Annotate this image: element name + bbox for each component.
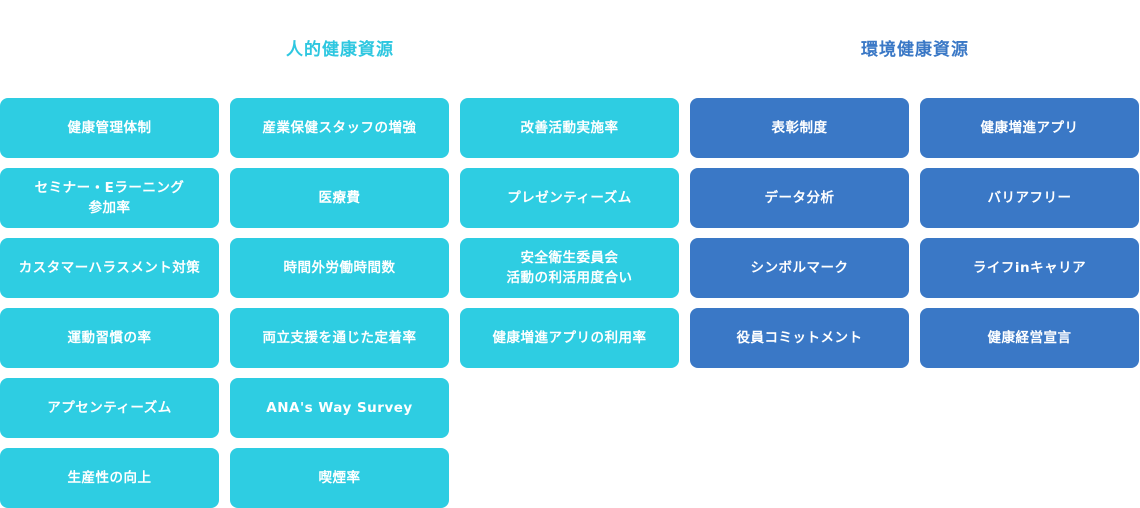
tile-symbol-mark[interactable]: シンボルマーク xyxy=(690,238,909,298)
tile-health-app[interactable]: 健康増進アプリ xyxy=(920,98,1139,158)
tile-absenteeism[interactable]: アプセンティーズム xyxy=(0,378,219,438)
tile-award-system[interactable]: 表彰制度 xyxy=(690,98,909,158)
tile-productivity[interactable]: 生産性の向上 xyxy=(0,448,219,508)
tile-health-management-system[interactable]: 健康管理体制 xyxy=(0,98,219,158)
tile-medical-costs[interactable]: 医療費 xyxy=(230,168,449,228)
tile-presenteeism[interactable]: プレゼンティーズム xyxy=(460,168,679,228)
tile-exercise-habit-rate[interactable]: 運動習慣の率 xyxy=(0,308,219,368)
human-resources-grid: 健康管理体制 セミナー・Eラーニング 参加率 カスタマーハラスメント対策 運動習… xyxy=(0,98,679,508)
environmental-resources-grid: 表彰制度 データ分析 シンボルマーク 役員コミットメント 健康増進アプリ バリア… xyxy=(690,98,1139,368)
tile-occupational-health-staff[interactable]: 産業保健スタッフの増強 xyxy=(230,98,449,158)
tile-customer-harassment[interactable]: カスタマーハラスメント対策 xyxy=(0,238,219,298)
tile-overtime-hours[interactable]: 時間外労働時間数 xyxy=(230,238,449,298)
tile-anas-way-survey[interactable]: ANA's Way Survey xyxy=(230,378,449,438)
tile-barrier-free[interactable]: バリアフリー xyxy=(920,168,1139,228)
environmental-health-resources-heading: 環境健康資源 xyxy=(861,40,969,60)
tile-data-analysis[interactable]: データ分析 xyxy=(690,168,909,228)
tile-retention-rate[interactable]: 両立支援を通じた定着率 xyxy=(230,308,449,368)
tile-smoking-rate[interactable]: 喫煙率 xyxy=(230,448,449,508)
tile-seminar-elearning-rate[interactable]: セミナー・Eラーニング 参加率 xyxy=(0,168,219,228)
human-health-resources-heading: 人的健康資源 xyxy=(286,40,394,60)
tile-safety-health-committee[interactable]: 安全衛生委員会 活動の利活用度合い xyxy=(460,238,679,298)
tile-life-in-career[interactable]: ライフinキャリア xyxy=(920,238,1139,298)
tile-health-app-usage-rate[interactable]: 健康増進アプリの利用率 xyxy=(460,308,679,368)
tile-health-management-declaration[interactable]: 健康経営宣言 xyxy=(920,308,1139,368)
tile-executive-commitment[interactable]: 役員コミットメント xyxy=(690,308,909,368)
tile-improvement-activity-rate[interactable]: 改善活動実施率 xyxy=(460,98,679,158)
